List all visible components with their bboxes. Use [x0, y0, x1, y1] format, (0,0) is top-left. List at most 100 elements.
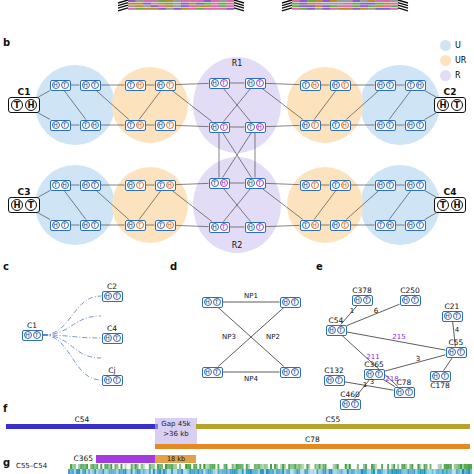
coverage-bin — [460, 469, 462, 474]
gap-text: >36 kb — [163, 431, 189, 438]
candidate-link — [43, 296, 102, 335]
coverage-bin — [106, 469, 108, 474]
coverage-bin — [345, 464, 347, 469]
contig-node: TH — [300, 220, 321, 231]
end-letter: T — [113, 292, 121, 300]
contig-node: HT — [209, 78, 230, 89]
coverage-bin — [127, 464, 129, 469]
read-segment — [143, 8, 151, 10]
coverage-bin — [333, 469, 335, 474]
adjacency-line — [346, 191, 379, 220]
coverage-bin — [383, 469, 385, 474]
read-segment — [375, 5, 383, 7]
end-letter: T — [311, 121, 319, 129]
coverage-bin — [335, 469, 337, 474]
coverage-bin — [436, 464, 438, 469]
coverage-bin — [266, 464, 268, 469]
coverage-bin — [232, 469, 234, 474]
coverage-bin — [272, 464, 274, 469]
end-letter: T — [351, 400, 359, 408]
coverage-bin — [323, 464, 325, 469]
coverage-bin — [355, 464, 357, 469]
coverage-bin — [468, 464, 470, 469]
coverage-bin — [215, 469, 217, 474]
coverage-bin — [448, 464, 450, 469]
coverage-bin — [195, 469, 197, 474]
coverage-bin — [300, 469, 302, 474]
contig-node: HT — [330, 220, 351, 231]
coverage-bin — [151, 469, 153, 474]
read-segment — [219, 5, 227, 7]
coverage-bin — [413, 469, 415, 474]
contig-node: HT — [300, 120, 321, 131]
connectors — [38, 83, 455, 399]
adjacency-line — [351, 85, 375, 86]
adjacency-line — [218, 308, 284, 367]
read-segment — [136, 3, 144, 5]
edge-label: 6 — [374, 308, 378, 315]
coverage-bin — [187, 469, 189, 474]
adjacency-line — [146, 125, 155, 126]
coverage-bin — [205, 469, 207, 474]
coverage-bin — [424, 464, 426, 469]
coverage-bin — [68, 464, 70, 469]
coverage-bin — [193, 469, 195, 474]
coverage-bin — [116, 464, 118, 469]
coverage-bin — [415, 469, 417, 474]
adjacency-line — [266, 125, 300, 126]
contig-bar: C78 — [155, 444, 470, 449]
read-segment — [219, 0, 227, 2]
coverage-bin — [345, 469, 347, 474]
coverage-bin — [226, 464, 228, 469]
coverage-bin — [351, 464, 353, 469]
panel-letter: b — [3, 38, 10, 48]
coverage-bin — [405, 464, 407, 469]
coverage-bin — [306, 469, 308, 474]
edge-label: 3 — [416, 356, 420, 363]
adjacency-line — [345, 382, 394, 390]
contig-node: HT — [125, 180, 146, 191]
coverage-bin — [165, 469, 167, 474]
coverage-bin — [252, 469, 254, 474]
end-letter: T — [416, 221, 424, 229]
coverage-bin — [159, 464, 161, 469]
coverage-bin — [88, 469, 90, 474]
coverage-bin — [149, 469, 151, 474]
coverage-bin — [189, 464, 191, 469]
coverage-bin — [104, 464, 106, 469]
adjacency-line — [321, 185, 330, 186]
edge-label: NP3 — [222, 334, 236, 341]
adjacency-line — [396, 225, 405, 226]
adjacency-line — [101, 85, 125, 86]
contig-node: TH — [155, 220, 176, 231]
coverage-bin — [119, 469, 121, 474]
coverage-bin — [468, 469, 470, 474]
coverage-bin — [187, 464, 189, 469]
coverage-bin — [129, 464, 131, 469]
coverage-bin — [114, 469, 116, 474]
end-letter: T — [341, 221, 349, 229]
coverage-bin — [220, 464, 222, 469]
end-letter: H — [342, 400, 350, 408]
coverage-bin — [401, 469, 403, 474]
adjacency-line — [347, 332, 446, 350]
end-letter: T — [291, 298, 299, 306]
coverage-bin — [361, 469, 363, 474]
read-segment — [143, 3, 151, 5]
panel-letter: f — [3, 404, 7, 414]
end-letter: H — [377, 121, 385, 129]
end-letter: T — [247, 123, 255, 131]
coverage-bin — [403, 469, 405, 474]
coverage-bin — [323, 469, 325, 474]
read-end — [118, 8, 128, 11]
coverage-bin — [274, 464, 276, 469]
end-letter: T — [61, 121, 69, 129]
coverage-bin — [88, 464, 90, 469]
adjacency-line — [342, 336, 398, 387]
end-letter: H — [25, 99, 37, 111]
coverage-bin — [211, 464, 213, 469]
end-letter: H — [136, 121, 144, 129]
read-strips — [118, 0, 408, 11]
end-letter: T — [386, 181, 394, 189]
coverage-bin — [337, 469, 339, 474]
